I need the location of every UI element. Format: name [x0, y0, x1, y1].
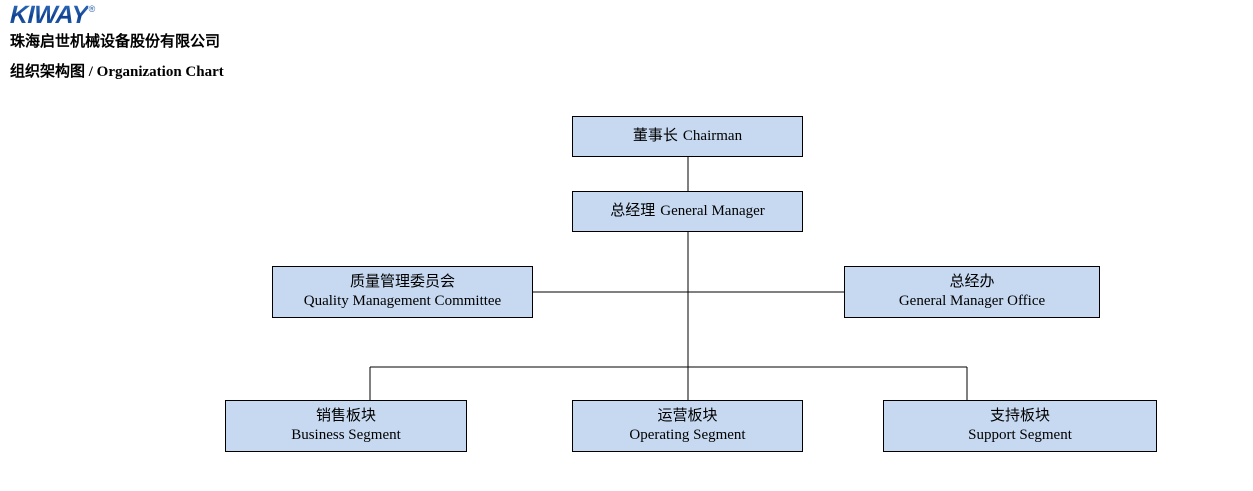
node-general-manager-label-zh: 总经理 — [610, 203, 656, 220]
node-support-segment[interactable]: 支持板块 Support Segment — [883, 400, 1157, 452]
node-quality-management-committee[interactable]: 质量管理委员会 Quality Management Committee — [272, 266, 533, 318]
node-operating-segment-label-en: Operating Segment — [629, 427, 746, 443]
node-chairman-label-zh: 董事长 — [632, 128, 678, 145]
node-operating-segment[interactable]: 运营板块 Operating Segment — [572, 400, 803, 452]
registered-trademark-icon: ® — [88, 4, 96, 14]
page-header: KIWAY ® 珠海启世机械设备股份有限公司 组织架构图 / Organizat… — [0, 0, 1253, 95]
node-business-segment-label-en: Business Segment — [291, 427, 401, 443]
node-quality-management-committee-label-zh: 质量管理委员会 — [349, 274, 455, 291]
node-general-manager-label-en: General Manager — [660, 203, 765, 220]
node-general-manager[interactable]: 总经理 General Manager — [572, 191, 803, 232]
node-support-segment-label-en: Support Segment — [968, 427, 1072, 443]
node-business-segment-label-zh: 销售板块 — [315, 408, 376, 425]
node-general-manager-office-label-zh: 总经办 — [949, 274, 995, 291]
node-operating-segment-label-zh: 运营板块 — [657, 408, 718, 425]
node-quality-management-committee-label-en: Quality Management Committee — [303, 293, 502, 309]
node-general-manager-office-label-en: General Manager Office — [898, 293, 1046, 309]
node-support-segment-label-zh: 支持板块 — [989, 408, 1050, 425]
node-chairman-label-en: Chairman — [682, 128, 743, 145]
kiway-logo: KIWAY ® — [10, 1, 96, 29]
node-business-segment[interactable]: 销售板块 Business Segment — [225, 400, 467, 452]
node-general-manager-office[interactable]: 总经办 General Manager Office — [844, 266, 1100, 318]
page-title: 组织架构图 / Organization Chart — [10, 64, 224, 80]
node-chairman[interactable]: 董事长 Chairman — [572, 116, 803, 157]
company-name: 珠海启世机械设备股份有限公司 — [10, 34, 221, 50]
